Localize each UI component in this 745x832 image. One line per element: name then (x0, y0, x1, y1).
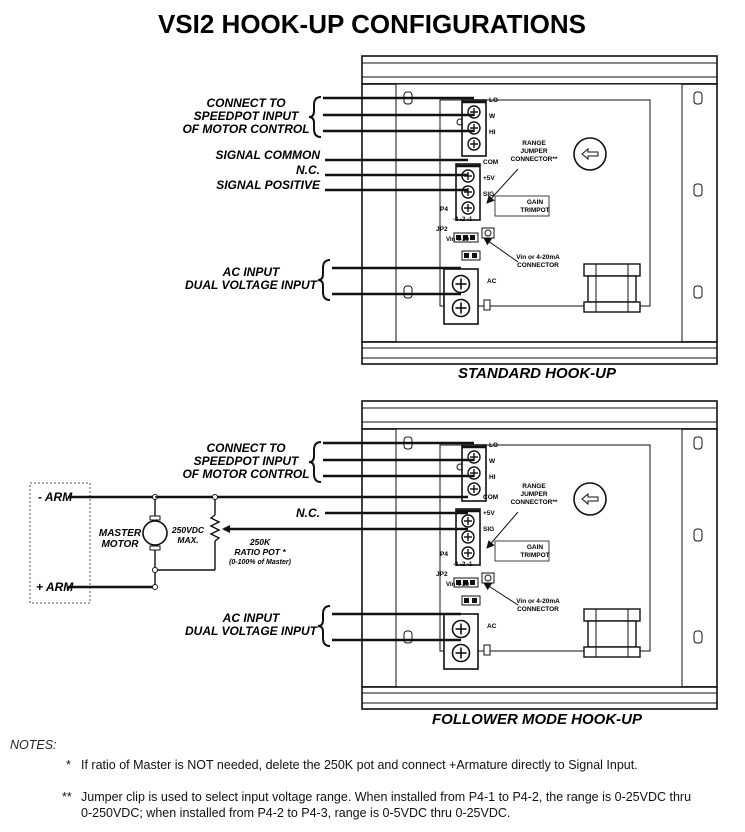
signal-positive-label: SIGNAL POSITIVE (216, 178, 321, 192)
f-gain-trimpot-line2: TRIMPOT (520, 552, 549, 559)
follower-dual-voltage-label: DUAL VOLTAGE INPUT (185, 624, 319, 638)
f-range-jumper-line1: RANGE (522, 483, 546, 490)
note1-text: If ratio of Master is NOT needed, delete… (81, 758, 638, 772)
terminal-sig: SIG (483, 191, 494, 198)
follower-ac-input-label: AC INPUT (222, 611, 281, 625)
page-title: VSI2 HOOK-UP CONFIGURATIONS (158, 9, 586, 39)
master-motor-line2: MOTOR (101, 539, 139, 550)
nc-label: N.C. (296, 163, 320, 177)
f-terminal-w: W (489, 458, 496, 465)
f-range-jumper-line2: JUMPER (520, 491, 547, 498)
f-gain-trimpot-line1: GAIN (527, 544, 544, 551)
f-terminal-com: COM (483, 494, 498, 501)
follower-connect-label-line1: CONNECT TO (206, 441, 286, 455)
terminal-com: COM (483, 159, 498, 166)
jp2-label: JP2 (436, 226, 448, 233)
note2-line1: Jumper clip is used to select input volt… (81, 790, 692, 804)
terminal-lo: LO (489, 97, 498, 104)
f-p4-pins: -3 -2 -1 (453, 562, 473, 568)
notes-title: NOTES: (10, 738, 57, 752)
terminal-5v: +5V (483, 175, 495, 182)
note1-mark: * (66, 758, 71, 772)
follower-nc-label: N.C. (296, 506, 320, 520)
range-jumper-line1: RANGE (522, 140, 546, 147)
connect-label-line1: CONNECT TO (206, 96, 286, 110)
f-vin-connector-line2: CONNECTOR (517, 606, 559, 613)
max-voltage-line2: MAX. (177, 535, 198, 545)
f-terminal-lo: LO (489, 442, 498, 449)
standard-hookup-section (308, 56, 717, 364)
master-motor-line1: MASTER (99, 528, 142, 539)
range-jumper-line2: JUMPER (520, 148, 547, 155)
minus-arm-label: - ARM (38, 490, 73, 504)
follower-connect-label-line2: SPEEDPOT INPUT (194, 454, 300, 468)
f-terminal-sig: SIG (483, 526, 494, 533)
ratio-pot-line1: 250K (249, 537, 271, 547)
max-voltage-line1: 250VDC (171, 525, 205, 535)
f-jp2-label: JP2 (436, 571, 448, 578)
note2-line2: 0-250VDC; when installed from P4-2 to P4… (81, 806, 511, 820)
plus-arm-label: + ARM (36, 580, 74, 594)
note2-mark: ** (62, 790, 72, 804)
f-terminal-hi: HI (489, 474, 496, 481)
f-terminal-5v: +5V (483, 510, 495, 517)
follower-connect-label-line3: OF MOTOR CONTROL (182, 467, 309, 481)
jp2-pins: Vin 4-20 (446, 237, 470, 243)
terminal-hi: HI (489, 129, 496, 136)
vin-connector-line1: Vin or 4-20mA (516, 254, 560, 261)
f-jp2-pins: Vin 4-20 (446, 582, 470, 588)
ac-input-label: AC INPUT (222, 265, 281, 279)
ratio-pot-line3: (0-100% of Master) (229, 559, 292, 566)
terminal-ac: AC (487, 278, 497, 285)
follower-hookup-section (29, 401, 717, 709)
f-range-jumper-line3: CONNECTOR** (511, 499, 558, 506)
follower-caption: FOLLOWER MODE HOOK-UP (432, 711, 643, 728)
connect-label-line3: OF MOTOR CONTROL (182, 122, 309, 136)
range-jumper-line3: CONNECTOR** (511, 156, 558, 163)
p4-label: P4 (440, 206, 448, 213)
signal-common-label: SIGNAL COMMON (216, 148, 321, 162)
gain-trimpot-line1: GAIN (527, 199, 544, 206)
f-p4-label: P4 (440, 551, 448, 558)
connect-label-line2: SPEEDPOT INPUT (194, 109, 300, 123)
terminal-w: W (489, 113, 496, 120)
p4-pins: -3 -2 -1 (453, 217, 473, 223)
ratio-pot-line2: RATIO POT * (234, 547, 286, 557)
vin-connector-line2: CONNECTOR (517, 262, 559, 269)
dual-voltage-label: DUAL VOLTAGE INPUT (185, 278, 319, 292)
notes-section: NOTES: (10, 738, 735, 752)
gain-trimpot-line2: TRIMPOT (520, 207, 549, 214)
f-terminal-ac: AC (487, 623, 497, 630)
f-vin-connector-line1: Vin or 4-20mA (516, 598, 560, 605)
standard-caption: STANDARD HOOK-UP (458, 365, 617, 382)
